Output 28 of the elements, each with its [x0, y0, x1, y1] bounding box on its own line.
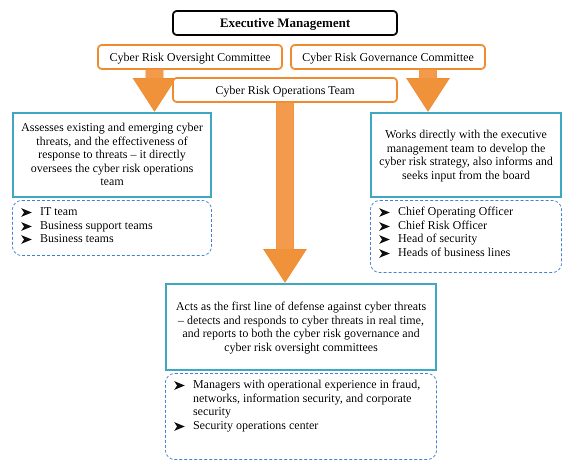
- box-title: Executive Management: [220, 15, 350, 31]
- list-item: Chief Operating Officer: [398, 205, 514, 218]
- member-list: [12, 200, 212, 256]
- description-text: Works directly with the executive management team to develop the cyber risk strategy, also informs and seeks input from the board: [378, 128, 554, 182]
- description-text: Assesses existing and emerging cyber threats, and the effectiveness of response to threats – it directly oversees the cyber risk operations team: [20, 121, 204, 189]
- list-item: Business teams: [40, 232, 114, 246]
- executive-box: [172, 10, 398, 36]
- list-item: Security operations center: [193, 418, 318, 432]
- committee-box: [290, 44, 486, 70]
- description-box: [165, 283, 437, 371]
- box-title: Cyber Risk Governance Committee: [302, 50, 474, 64]
- box-title: Cyber Risk Operations Team: [215, 82, 355, 98]
- description-box: [12, 112, 212, 198]
- list-item: Heads of business lines: [398, 246, 510, 259]
- block-arrow: [263, 103, 307, 283]
- block-arrow: [406, 70, 450, 112]
- committee-box: [97, 44, 283, 70]
- committee-box: [172, 77, 398, 103]
- member-list: [165, 373, 437, 460]
- list-item: Chief Risk Officer: [398, 218, 488, 232]
- member-list: [370, 200, 562, 273]
- description-text: Acts as the first line of defense against cyber threats – detects and responds to cyber threats in real time, and reports to both the cyber risk governance and cyber risk oversight committees: [174, 300, 428, 354]
- list-item: Head of security: [398, 232, 478, 246]
- description-box: [370, 112, 562, 198]
- box-title: Cyber Risk Oversight Committee: [110, 50, 270, 64]
- list-item: Business support teams: [40, 218, 153, 232]
- list-item: Managers with operational experience in fraud, networks, information security, and corporate security: [193, 378, 422, 418]
- list-item: IT team: [40, 205, 78, 218]
